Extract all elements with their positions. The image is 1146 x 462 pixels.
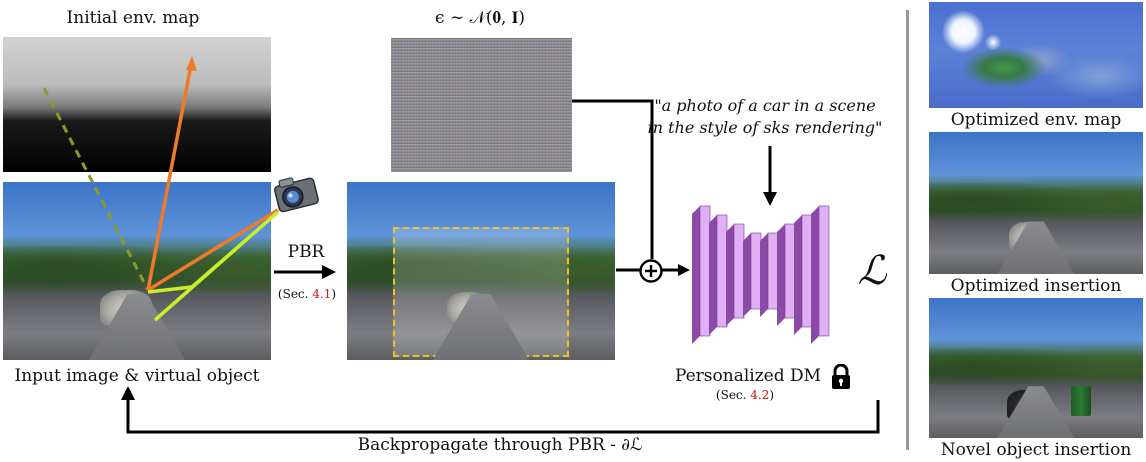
light-rays	[42, 56, 280, 322]
ray-orange-to-camera	[147, 208, 279, 292]
noise-connector	[572, 99, 654, 259]
input-image-label: Input image & virtual object	[14, 366, 260, 386]
dm-sec-ref: (Sec. 4.2)	[715, 388, 775, 402]
pbr-label: PBR	[287, 242, 325, 262]
prompt-line-2: in the style of sks rendering"	[647, 118, 883, 137]
backprop-label: Backpropagate through PBR - ∂ℒ	[357, 435, 643, 455]
novel-car	[1007, 390, 1047, 420]
pbr-sec-ref: (Sec. 4.1)	[277, 287, 337, 301]
dm-block	[709, 214, 728, 335]
diffusion-model-blocks	[692, 205, 830, 344]
dm-block	[692, 205, 711, 344]
rendered-image	[347, 182, 615, 360]
optimized-env-map-label: Optimized env. map	[950, 110, 1122, 130]
ray-yellow	[147, 210, 280, 322]
prompt-line-1: "a photo of a car in a scene	[654, 96, 876, 115]
dm-block	[811, 205, 830, 344]
ray-dashed	[42, 87, 150, 291]
ray-orange-up	[146, 59, 194, 291]
trash-bin	[1071, 386, 1091, 416]
initial-env-map-label: Initial env. map	[66, 8, 200, 28]
loss-symbol: ℒ	[857, 248, 887, 294]
noise-image	[391, 38, 572, 172]
camera-icon	[274, 177, 319, 213]
optimized-env-map-image	[929, 2, 1143, 108]
render-connector	[616, 264, 690, 276]
noise-formula: ϵ ∼ 𝒩(𝟎, 𝐈)	[435, 8, 525, 28]
dm-block	[777, 223, 796, 326]
dm-block	[794, 214, 813, 335]
personalized-dm-label: Personalized DM	[674, 366, 822, 386]
lock-icon	[832, 364, 850, 389]
prompt-arrow	[763, 146, 777, 206]
column-divider	[906, 10, 909, 450]
dm-block	[726, 223, 745, 326]
backprop-arrow	[121, 386, 880, 434]
crop-box	[393, 227, 569, 357]
optimized-insertion-image	[929, 132, 1143, 274]
pbr-arrow	[274, 265, 336, 279]
dm-block	[743, 232, 762, 317]
novel-insertion-image	[929, 298, 1143, 438]
plus-circle-icon	[639, 259, 663, 283]
initial-env-map-image	[3, 37, 271, 172]
optimized-insertion-label: Optimized insertion	[950, 276, 1122, 296]
dm-block	[760, 232, 779, 317]
prompt-text: "a photo of a car in a scene in the styl…	[640, 95, 890, 139]
novel-insertion-label: Novel object insertion	[940, 440, 1132, 460]
rendered-car	[447, 292, 489, 324]
ray-orange-arrowhead	[186, 56, 197, 71]
optimized-car	[1009, 222, 1049, 252]
